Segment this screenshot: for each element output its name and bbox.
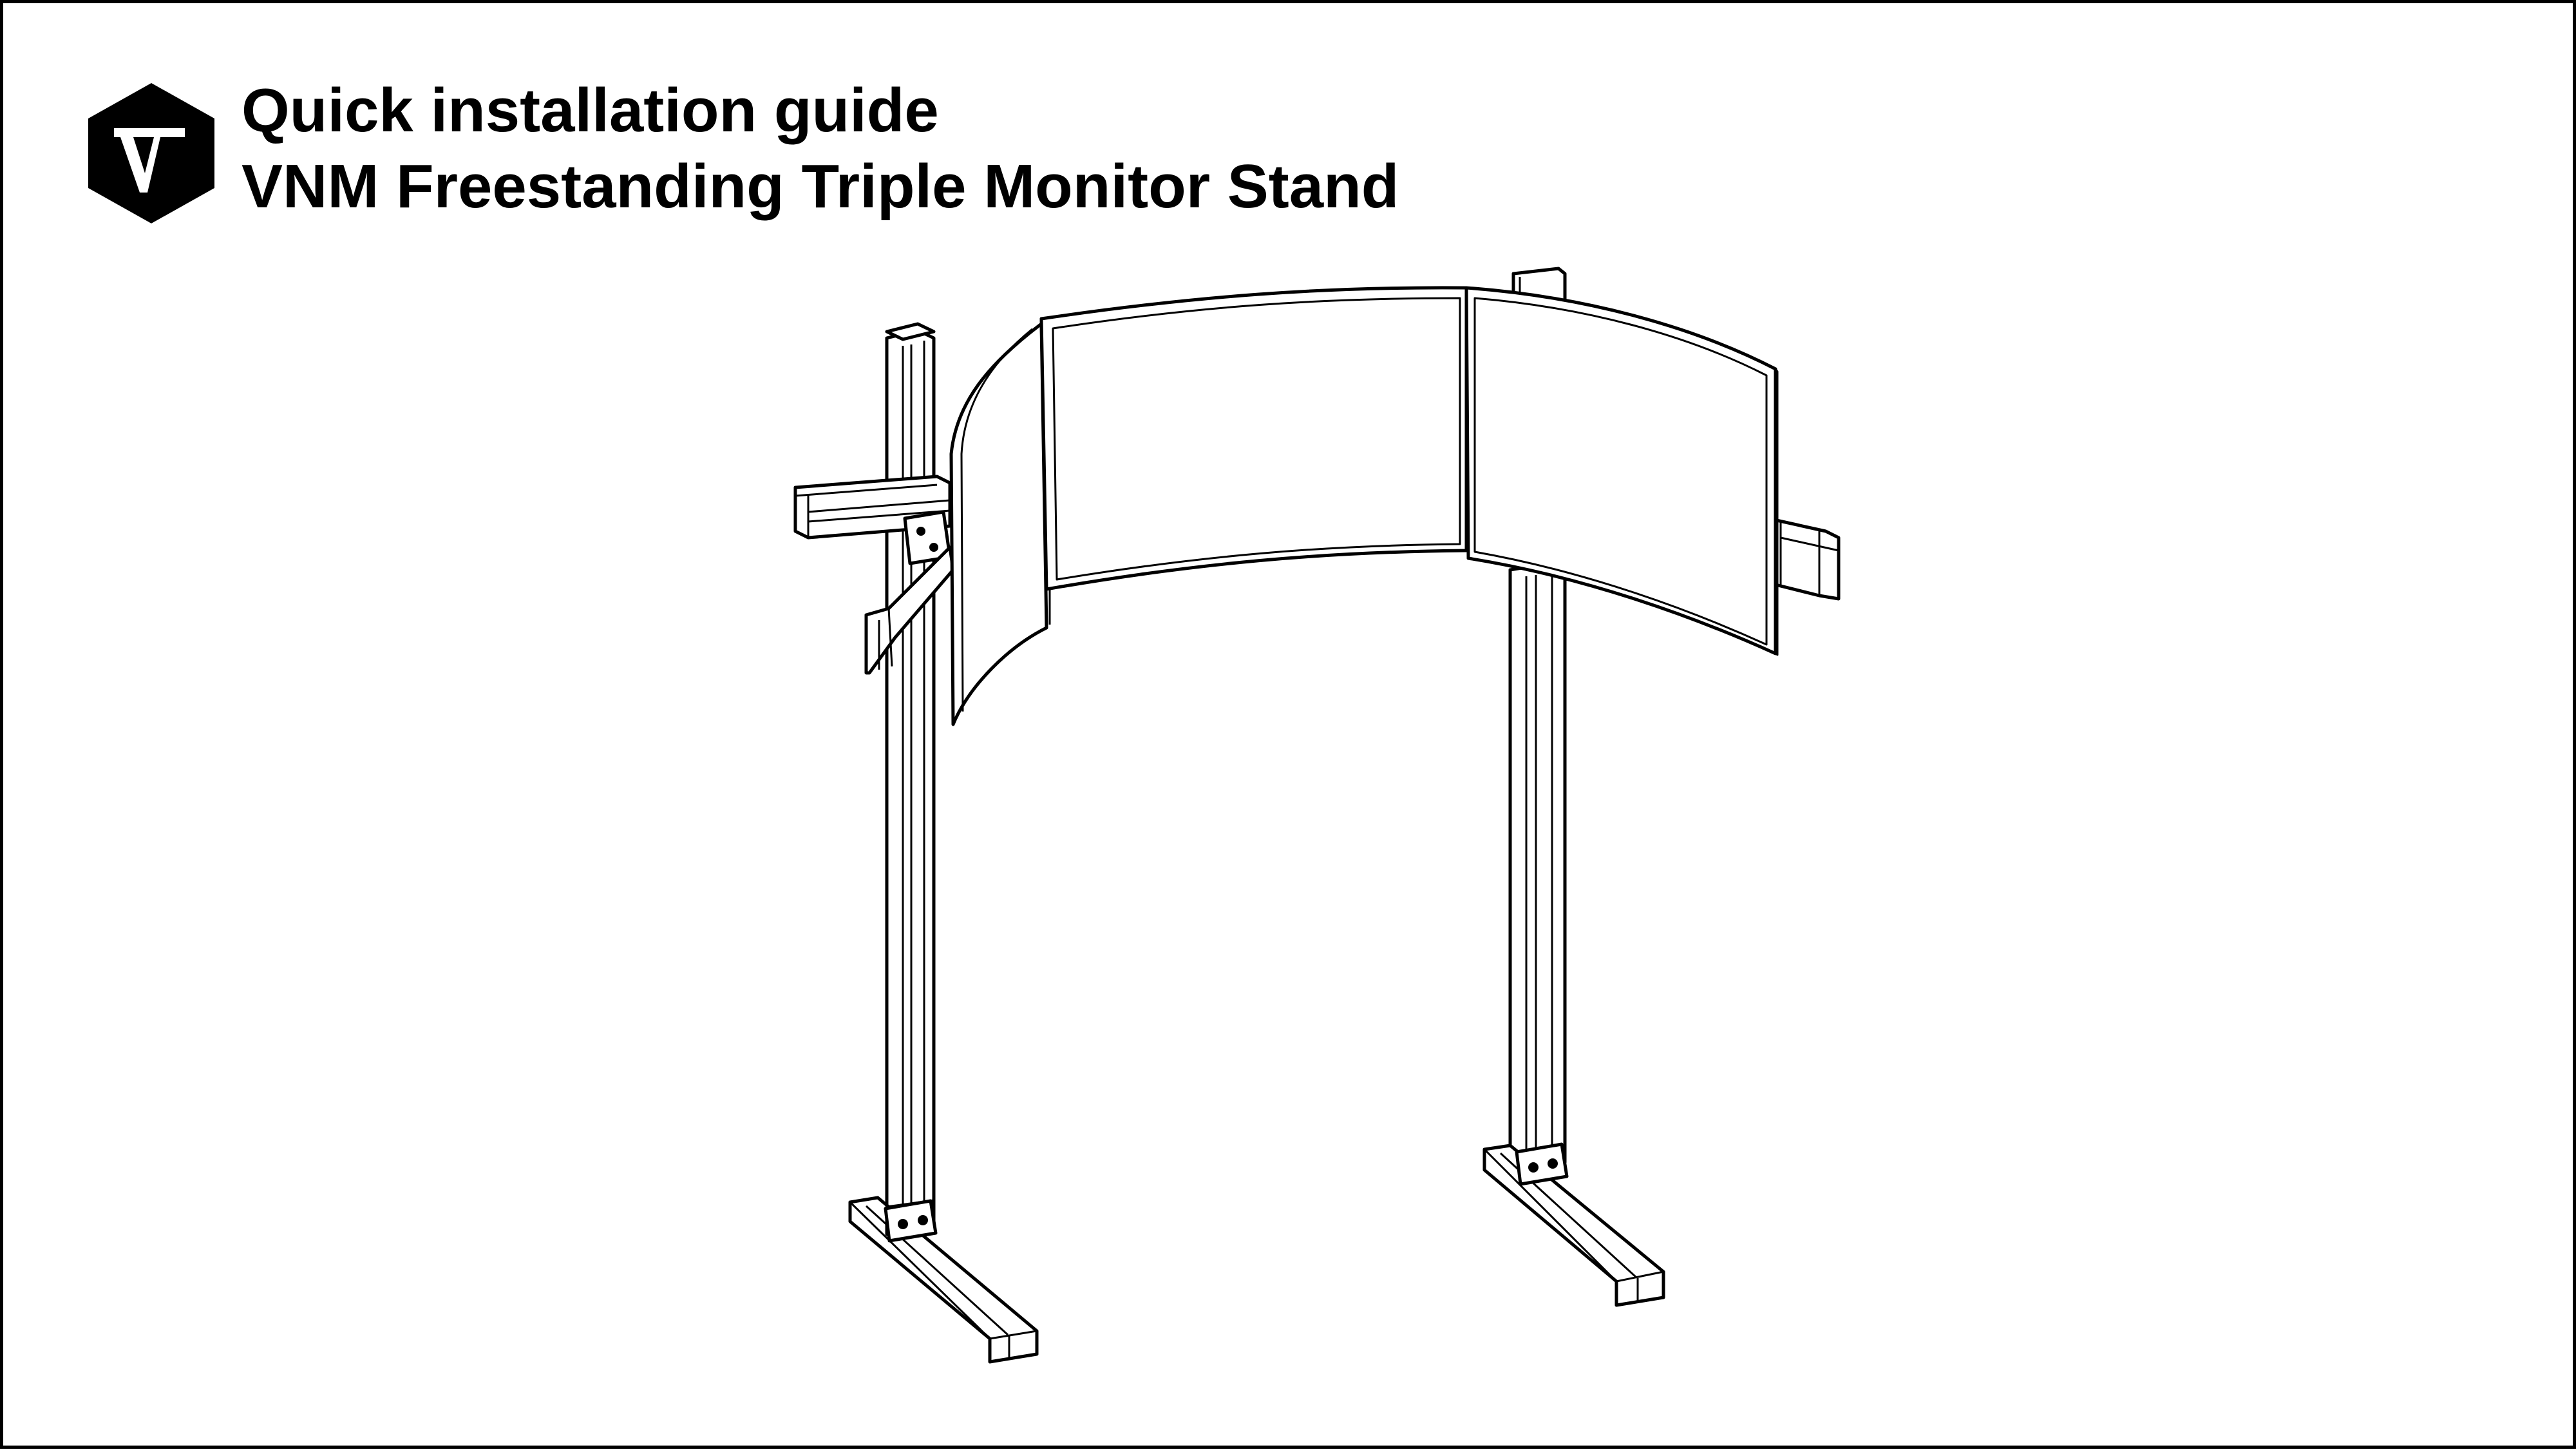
left-upright <box>885 322 936 1217</box>
right-side-arm <box>1766 516 1841 601</box>
product-name: VNM Freestanding Triple Monitor Stand <box>242 152 1399 221</box>
left-side-arm <box>793 475 952 565</box>
left-foot <box>848 1196 1039 1364</box>
left-front-arm <box>864 545 955 675</box>
title-block: Quick installation guide VNM Freestandin… <box>242 73 1399 225</box>
vnm-hexagon-logo-icon <box>88 83 214 223</box>
triple-monitor-stand-line-drawing <box>793 267 1841 1364</box>
right-upright <box>1508 561 1567 1172</box>
center-monitor <box>1039 286 1468 591</box>
right-foot <box>1482 1142 1665 1307</box>
guide-title: Quick installation guide <box>242 76 939 145</box>
right-monitor <box>1464 286 1779 656</box>
left-monitor <box>949 322 1051 726</box>
